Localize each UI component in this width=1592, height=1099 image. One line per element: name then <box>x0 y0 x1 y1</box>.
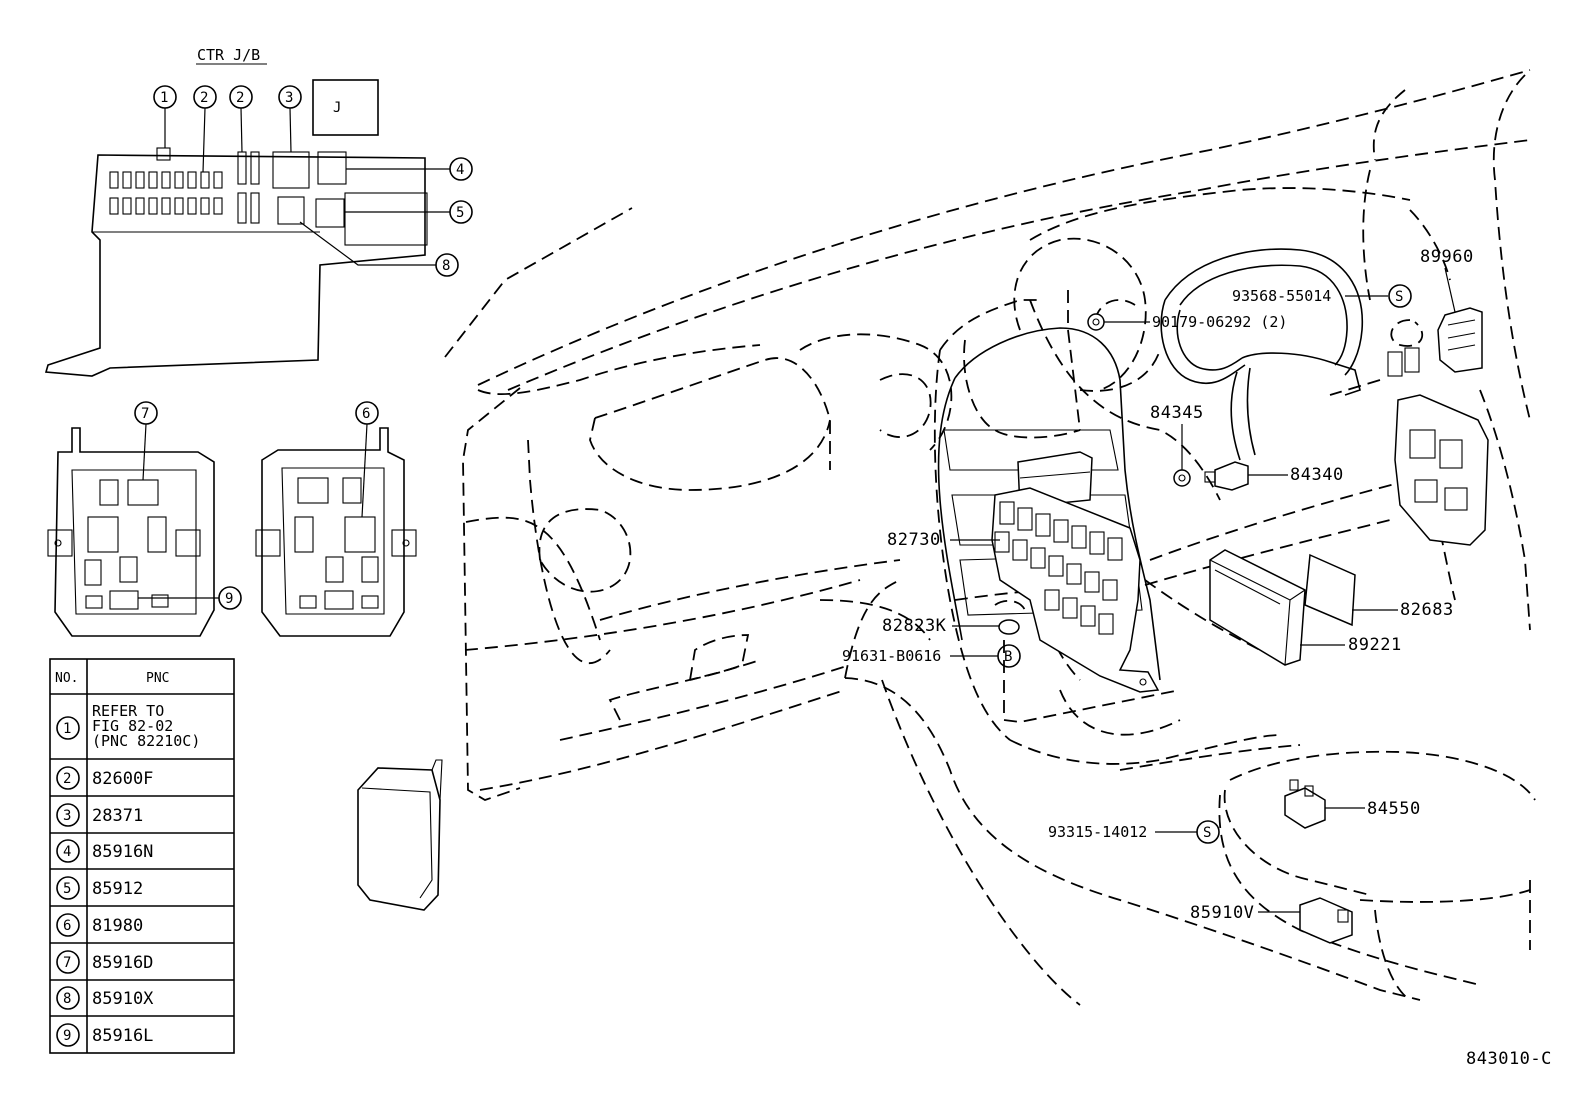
svg-text:85916L: 85916L <box>92 1026 153 1046</box>
diagram-code: 843010-C <box>1466 1049 1552 1069</box>
svg-text:91631-B0616: 91631-B0616 <box>842 647 941 665</box>
svg-text:84340: 84340 <box>1290 465 1344 485</box>
table-row: 9 85916L <box>56 1023 153 1047</box>
svg-text:84345: 84345 <box>1150 403 1204 423</box>
svg-text:4: 4 <box>63 844 71 860</box>
junction-block-drawing: J <box>44 79 428 377</box>
table-row: 4 85916N <box>56 839 153 863</box>
svg-text:J: J <box>333 100 341 116</box>
callout-3: 3 <box>278 85 302 153</box>
svg-text:2: 2 <box>200 90 208 106</box>
svg-text:FIG 82-02: FIG 82-02 <box>92 717 173 735</box>
instrument-cluster-frame <box>1160 248 1364 461</box>
control-module-drawing <box>1209 549 1356 666</box>
small-relay-drawing <box>994 599 1026 635</box>
svg-text:9: 9 <box>225 591 233 607</box>
label-85910V: 85910V <box>1190 903 1300 923</box>
diagram-title: CTR J/B <box>197 46 260 64</box>
label-90179-06292: 90179-06292 (2) <box>1104 313 1287 331</box>
svg-text:S: S <box>1395 289 1403 305</box>
relay-85910v-drawing <box>1299 897 1353 944</box>
svg-text:89221: 89221 <box>1348 635 1402 655</box>
label-82730: 82730 <box>887 530 1000 550</box>
callout-5: 5 <box>344 200 473 224</box>
label-91631-B0616: 91631-B0616 B <box>842 644 1021 668</box>
switch-drawing <box>1173 461 1249 491</box>
svg-text:B: B <box>1004 649 1012 665</box>
svg-text:7: 7 <box>141 406 149 422</box>
svg-text:93315-14012: 93315-14012 <box>1048 823 1147 841</box>
main-junction-block-drawing <box>991 451 1160 693</box>
svg-text:2: 2 <box>63 771 71 787</box>
svg-text:5: 5 <box>63 881 71 897</box>
label-84550: 84550 <box>1325 799 1421 819</box>
svg-text:89960: 89960 <box>1420 247 1474 267</box>
svg-text:8: 8 <box>442 258 450 274</box>
table-row: 5 85912 <box>56 876 143 900</box>
table-row: 7 85916D <box>56 950 153 974</box>
svg-text:2: 2 <box>236 90 244 106</box>
relay-block-drawing <box>357 759 443 911</box>
svg-text:85916D: 85916D <box>92 953 153 973</box>
svg-text:1: 1 <box>160 90 168 106</box>
pnc-table: NO. PNC 1 REFER TO FIG 82-02 (PNC 82210C… <box>49 658 235 1054</box>
svg-text:90179-06292 (2): 90179-06292 (2) <box>1152 313 1287 331</box>
svg-text:82683: 82683 <box>1400 600 1454 620</box>
svg-text:82823K: 82823K <box>882 616 947 636</box>
callout-2b: 2 <box>229 85 253 153</box>
table-row: 2 82600F <box>56 766 153 790</box>
svg-text:85916N: 85916N <box>92 842 153 862</box>
label-84345: 84345 <box>1150 403 1204 470</box>
table-row: 8 85910X <box>56 986 154 1010</box>
relay-box-right <box>255 427 417 637</box>
table-header-no: NO. <box>55 671 78 686</box>
svg-text:7: 7 <box>63 955 71 971</box>
callout-7: 7 <box>134 401 158 481</box>
table-row: 1 REFER TO FIG 82-02 (PNC 82210C) <box>56 702 200 750</box>
callout-8: 8 <box>299 221 459 277</box>
callout-1: 1 <box>153 85 177 148</box>
table-header-pnc: PNC <box>146 671 169 686</box>
svg-text:1: 1 <box>63 721 71 737</box>
svg-text:85910V: 85910V <box>1190 903 1254 923</box>
table-row: 6 81980 <box>56 913 143 937</box>
svg-text:3: 3 <box>285 90 293 106</box>
callout-2a: 2 <box>193 85 217 173</box>
svg-text:3: 3 <box>63 808 71 824</box>
bolt-drawing <box>1087 313 1105 331</box>
callout-9: 9 <box>138 586 242 610</box>
svg-text:S: S <box>1203 825 1211 841</box>
svg-text:81980: 81980 <box>92 916 143 936</box>
relay-box-left <box>47 427 215 637</box>
svg-text:93568-55014: 93568-55014 <box>1232 287 1331 305</box>
svg-text:85912: 85912 <box>92 879 143 899</box>
dashboard-outline <box>444 69 1536 1006</box>
svg-text:5: 5 <box>456 205 464 221</box>
svg-text:82600F: 82600F <box>92 769 153 789</box>
relay-84550-drawing <box>1284 779 1326 829</box>
label-89221: 89221 <box>1300 635 1402 655</box>
svg-text:85910X: 85910X <box>92 989 154 1009</box>
callout-4: 4 <box>346 157 473 181</box>
svg-text:4: 4 <box>456 162 464 178</box>
svg-text:9: 9 <box>63 1028 71 1044</box>
svg-text:84550: 84550 <box>1367 799 1421 819</box>
svg-text:8: 8 <box>63 991 71 1007</box>
label-93568-55014: 93568-55014 S <box>1232 284 1412 308</box>
label-84340: 84340 <box>1248 465 1344 485</box>
label-82823K: 82823K <box>882 616 999 636</box>
label-82683: 82683 <box>1352 600 1454 620</box>
label-93315-14012: 93315-14012 S <box>1048 820 1220 844</box>
svg-text:REFER TO: REFER TO <box>92 702 164 720</box>
label-89960: 89960 <box>1420 247 1474 313</box>
table-row: 3 28371 <box>56 803 143 827</box>
svg-text:6: 6 <box>362 406 370 422</box>
svg-text:82730: 82730 <box>887 530 941 550</box>
callout-6: 6 <box>355 401 379 518</box>
relay-bracket-drawing <box>1387 307 1489 546</box>
svg-text:6: 6 <box>63 918 71 934</box>
svg-text:(PNC 82210C): (PNC 82210C) <box>92 732 200 750</box>
svg-text:28371: 28371 <box>92 806 143 826</box>
